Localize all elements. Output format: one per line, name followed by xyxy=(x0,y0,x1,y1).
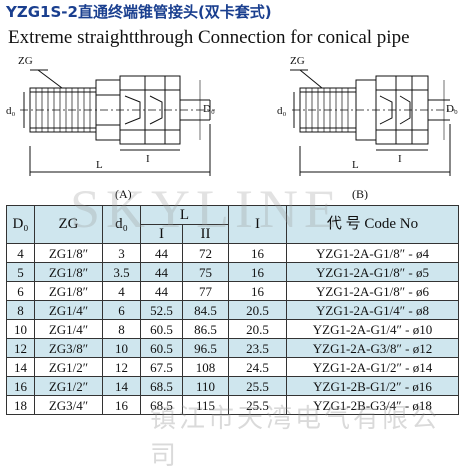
I-label-b: I xyxy=(398,153,402,165)
zg-label-a: ZG xyxy=(18,55,33,67)
table-cell-d0: 6 xyxy=(6,281,35,301)
table-cell-d0: 14 xyxy=(102,376,141,396)
L-label-a: L xyxy=(96,159,103,171)
table-cell-d0: 6 xyxy=(102,300,141,320)
table-cell-i: 20.5 xyxy=(228,300,288,320)
table-cell-d0: 4 xyxy=(6,243,35,263)
table-cell-l2: 96.5 xyxy=(181,338,230,358)
table-cell-l1: 52.5 xyxy=(140,300,183,320)
table-cell-d0: 5 xyxy=(6,262,35,282)
header-ZG: ZG xyxy=(34,205,103,244)
table-cell-i: 16 xyxy=(228,243,288,263)
header-I: I xyxy=(228,205,288,244)
D0-label-b: D₀ xyxy=(446,103,458,115)
drawing-b: ZG d₀ D₀ I L (B) xyxy=(277,55,458,200)
I-label-a: I xyxy=(146,153,150,165)
technical-drawing: ZG d₀ D₀ I L (A) xyxy=(6,55,458,200)
table-cell-d0: 3.5 xyxy=(102,262,141,282)
table-cell-code: YZG1-2A-G1/8″ - ø5 xyxy=(286,262,460,282)
header-code: 代 号 Code No xyxy=(286,205,460,244)
table-cell-i: 16 xyxy=(228,262,288,282)
table-cell-l1: 60.5 xyxy=(140,338,183,358)
header-D0: D₀ xyxy=(6,205,35,244)
page-title-english: Extreme straightthrough Connection for c… xyxy=(8,27,410,48)
table-cell-zg: ZG1/4″ xyxy=(34,319,103,339)
table-cell-l2: 72 xyxy=(181,243,230,263)
d0-label-a: d₀ xyxy=(6,105,16,117)
table-cell-d0: 8 xyxy=(102,319,141,339)
table-cell-l2: 110 xyxy=(181,376,230,396)
table-cell-code: YZG1-2A-G1/4″ - ø8 xyxy=(286,300,460,320)
table-cell-l1: 44 xyxy=(140,262,183,282)
header-L-II: II xyxy=(181,224,230,244)
table-cell-d0: 16 xyxy=(6,376,35,396)
header-L-I: I xyxy=(140,224,183,244)
drawing-a: ZG d₀ D₀ I L (A) xyxy=(6,55,215,200)
table-cell-code: YZG1-2A-G1/4″ - ø10 xyxy=(286,319,460,339)
table-cell-l1: 44 xyxy=(140,281,183,301)
table-cell-d0: 12 xyxy=(102,357,141,377)
table-cell-code: YZG1-2A-G1/8″ - ø4 xyxy=(286,243,460,263)
table-cell-l1: 68.5 xyxy=(140,376,183,396)
D0-label-a: D₀ xyxy=(203,103,215,115)
table-cell-zg: ZG1/2″ xyxy=(34,376,103,396)
table-cell-code: YZG1-2B-G3/4″ - ø18 xyxy=(286,395,460,415)
table-cell-zg: ZG1/2″ xyxy=(34,357,103,377)
table-cell-d0: 4 xyxy=(102,281,141,301)
L-label-b: L xyxy=(352,159,359,171)
table-cell-zg: ZG3/8″ xyxy=(34,338,103,358)
table-cell-code: YZG1-2A-G1/8″ - ø6 xyxy=(286,281,460,301)
page-title-chinese: YZG1S-2直通终端锥管接头(双卡套式) xyxy=(6,3,272,21)
table-cell-d0: 14 xyxy=(6,357,35,377)
table-cell-l2: 108 xyxy=(181,357,230,377)
table-cell-code: YZG1-2B-G1/2″ - ø16 xyxy=(286,376,460,396)
table-cell-code: YZG1-2A-G3/8″ - ø12 xyxy=(286,338,460,358)
table-cell-d0: 10 xyxy=(102,338,141,358)
table-cell-i: 24.5 xyxy=(228,357,288,377)
table-cell-i: 25.5 xyxy=(228,395,288,415)
table-cell-l2: 75 xyxy=(181,262,230,282)
table-cell-l2: 86.5 xyxy=(181,319,230,339)
table-cell-l1: 67.5 xyxy=(140,357,183,377)
table-cell-d0: 8 xyxy=(6,300,35,320)
table-cell-d0: 10 xyxy=(6,319,35,339)
table-cell-d0: 18 xyxy=(6,395,35,415)
caption-a: (A) xyxy=(115,187,132,200)
table-cell-zg: ZG1/8″ xyxy=(34,262,103,282)
table-cell-i: 25.5 xyxy=(228,376,288,396)
table-cell-zg: ZG1/4″ xyxy=(34,300,103,320)
table-cell-l1: 60.5 xyxy=(140,319,183,339)
table-cell-d0: 16 xyxy=(102,395,141,415)
table-cell-code: YZG1-2A-G1/2″ - ø14 xyxy=(286,357,460,377)
table-cell-l2: 77 xyxy=(181,281,230,301)
d0-label-b: d₀ xyxy=(277,105,287,117)
table-cell-zg: ZG1/8″ xyxy=(34,243,103,263)
table-cell-l2: 115 xyxy=(181,395,230,415)
table-cell-l1: 44 xyxy=(140,243,183,263)
table-cell-zg: ZG1/8″ xyxy=(34,281,103,301)
header-d0: d₀ xyxy=(102,205,141,244)
table-cell-i: 20.5 xyxy=(228,319,288,339)
zg-label-b: ZG xyxy=(290,55,305,67)
table-cell-l1: 68.5 xyxy=(140,395,183,415)
table-cell-d0: 3 xyxy=(102,243,141,263)
caption-b: (B) xyxy=(352,187,368,200)
table-cell-zg: ZG3/4″ xyxy=(34,395,103,415)
table-cell-i: 16 xyxy=(228,281,288,301)
header-L: L xyxy=(139,205,230,225)
table-cell-i: 23.5 xyxy=(228,338,288,358)
table-cell-d0: 12 xyxy=(6,338,35,358)
table-cell-l2: 84.5 xyxy=(181,300,230,320)
